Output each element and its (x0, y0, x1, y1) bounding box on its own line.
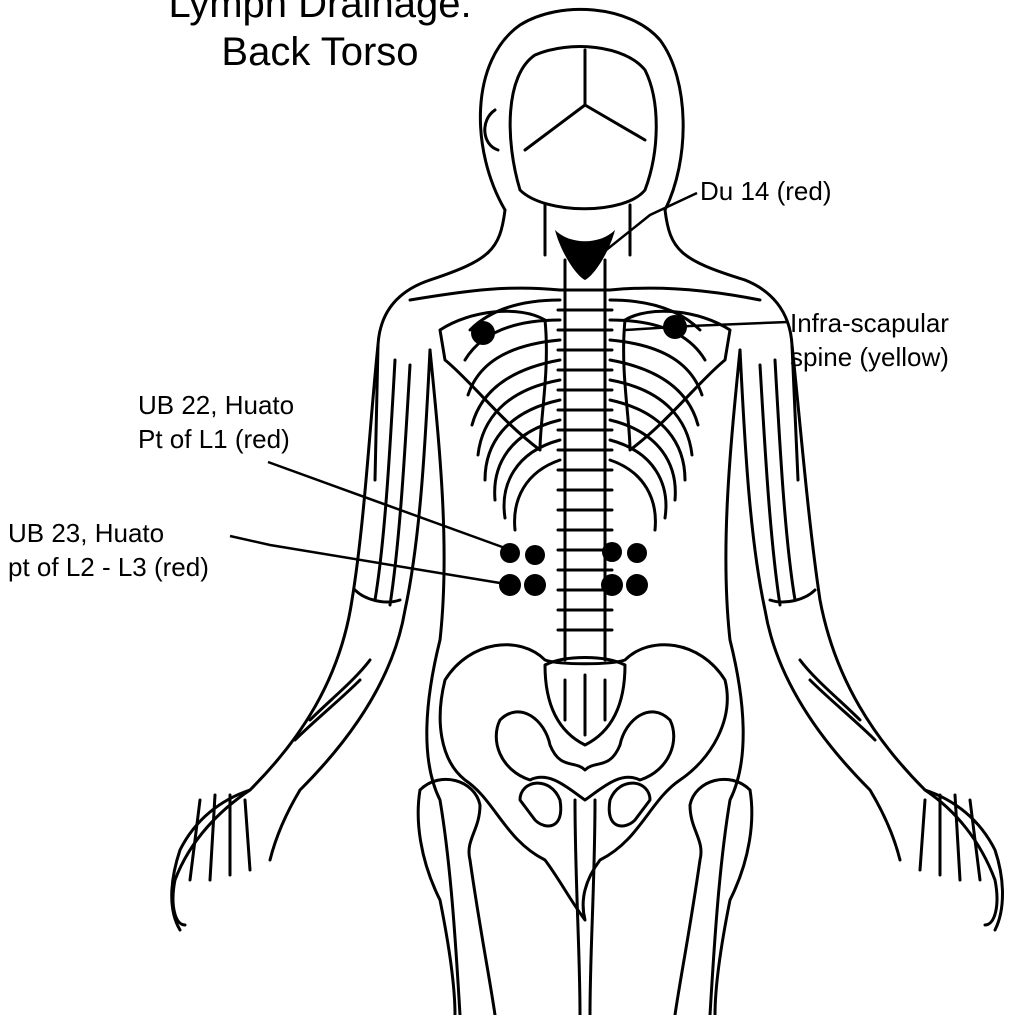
diagram-title: Lymph Drainage: Back Torso (140, 0, 500, 76)
label-ub22-line2: Pt of L1 (red) (138, 422, 294, 456)
ub22-point-right-1 (602, 542, 622, 562)
ub23-leader (230, 536, 500, 583)
title-line2: Back Torso (140, 28, 500, 76)
skull-outline (510, 47, 656, 209)
ub23-point-left-1 (499, 574, 521, 596)
title-line1: Lymph Drainage: (140, 0, 500, 28)
ub23-point-right-2 (626, 574, 648, 596)
infra-scapular-leader (690, 322, 788, 326)
label-ub23-line1: UB 23, Huato (8, 516, 209, 550)
ub23-point-right-1 (601, 574, 623, 596)
label-ub22-line1: UB 22, Huato (138, 388, 294, 422)
right-hand (920, 790, 1003, 930)
label-infra-scapular: Infra-scapular spine (yellow) (790, 306, 949, 374)
label-du14: Du 14 (red) (700, 174, 832, 208)
label-ub22: UB 22, Huato Pt of L1 (red) (138, 388, 294, 456)
left-shoulder (375, 280, 430, 480)
ub22-point-right-2 (627, 543, 647, 563)
label-infra-line1: Infra-scapular (790, 306, 949, 340)
label-ub23: UB 23, Huato pt of L2 - L3 (red) (8, 516, 209, 584)
ub22-point-left-2 (525, 545, 545, 565)
ub22-leader (268, 462, 505, 548)
infra-scapular-point-left (471, 321, 495, 345)
du14-leader (600, 193, 697, 255)
label-infra-line2: spine (yellow) (790, 340, 949, 374)
ub23-point-left-2 (524, 574, 546, 596)
label-ub23-line2: pt of L2 - L3 (red) (8, 550, 209, 584)
